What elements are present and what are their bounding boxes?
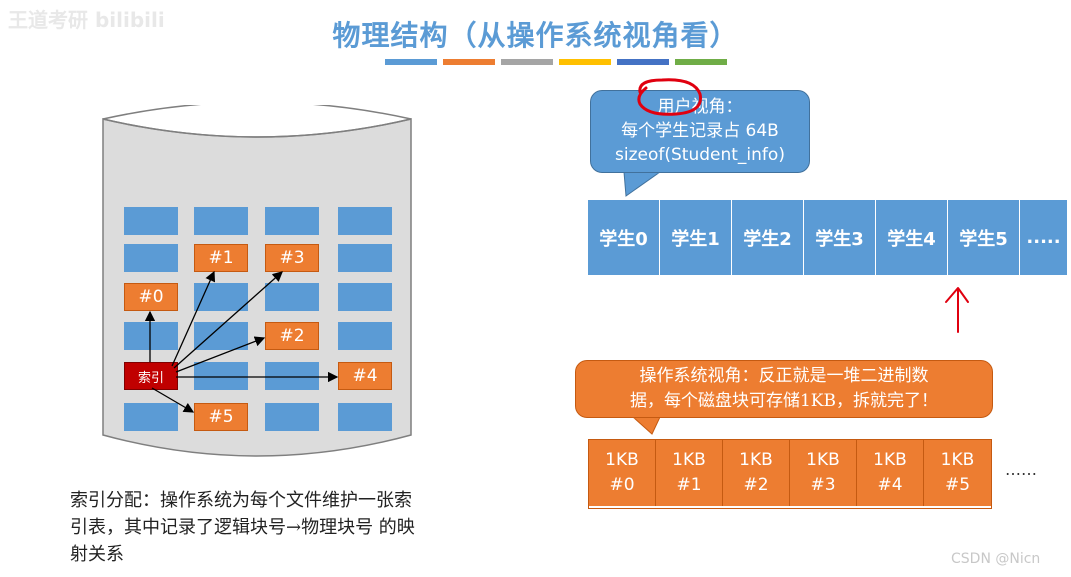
kb-cell: 1KB#0 [589,440,656,506]
user-view-line-3: sizeof(Student_info) [615,145,785,165]
arrow-to-block-5 [151,387,195,413]
kb-cell: 1KB#4 [857,440,924,506]
page-title: 物理结构（从操作系统视角看） [332,19,739,52]
physical-block-2: #2 [265,322,319,350]
arrow-to-block-1 [171,270,216,367]
physical-block-0: #0 [124,283,178,311]
user-view-line-2: 每个学生记录占 64B [621,121,779,141]
index-allocation-caption: 索引分配：操作系统为每个文件维护一张索 引表，其中记录了逻辑块号→物理块号 的映… [70,487,510,568]
kb-cell-size: 1KB [873,450,907,470]
color-bar-4 [559,59,611,65]
physical-block-3: #3 [265,244,319,272]
disk-block [124,322,178,350]
student-cell: 学生3 [804,200,876,275]
disk-block [338,207,392,235]
disk-cylinder [102,105,412,457]
disk-block [265,283,319,311]
physical-block-5: #5 [194,403,248,431]
disk-block [338,283,392,311]
color-bar-5 [617,59,669,65]
student-cell: 学生0 [588,200,660,275]
disk-block [265,362,319,390]
kb-cell-num: #1 [676,475,702,495]
disk-block [124,403,178,431]
arrow-to-block-2 [175,336,266,373]
disk-block [265,403,319,431]
kb-cell-size: 1KB [739,450,773,470]
student-cell: 学生4 [876,200,948,275]
color-bar-6 [675,59,727,65]
disk-block [124,244,178,272]
kb-cell-num: #0 [609,475,635,495]
disk-block [265,207,319,235]
kb-cell-num: #3 [810,475,836,495]
kb-row-ellipsis: …… [1005,460,1037,479]
arrow-to-block-3 [173,271,283,369]
kb-cell-size: 1KB [672,450,706,470]
kb-cell-size: 1KB [806,450,840,470]
kb-cell: 1KB#5 [924,440,991,506]
disk-block-row: 1KB#0 1KB#1 1KB#2 1KB#3 1KB#4 1KB#5 [588,439,992,509]
os-view-line-2: 据，每个磁盘块可存储1KB，拆就完了！ [629,391,938,411]
disk-block [194,362,248,390]
physical-block-1: #1 [194,244,248,272]
color-bar-3 [501,59,553,65]
caption-line-2: 引表，其中记录了逻辑块号→物理块号 的映 [70,517,415,538]
kb-cell: 1KB#2 [723,440,790,506]
kb-cell: 1KB#3 [790,440,857,506]
red-circle-annotation [637,78,702,116]
kb-cell: 1KB#1 [656,440,723,506]
caption-line-3: 射关系 [70,544,124,565]
disk-block [338,244,392,272]
kb-cell-num: #4 [877,475,903,495]
disk-block [338,322,392,350]
disk-block [194,207,248,235]
color-bar-2 [443,59,495,65]
student-cell-ellipsis: ..... [1020,200,1067,275]
kb-cell-size: 1KB [940,450,975,470]
color-bar-1 [385,59,437,65]
physical-block-4: #4 [338,362,392,390]
index-block: 索引 [124,362,178,390]
student-record-row: 学生0 学生1 学生2 学生3 学生4 学生5 ..... [588,200,1067,275]
disk-block [124,207,178,235]
os-view-line-1: 操作系统视角：反正就是一堆二进制数 [639,366,929,386]
disk-block [338,403,392,431]
kb-cell-num: #5 [944,475,971,495]
os-view-callout: 操作系统视角：反正就是一堆二进制数 据，每个磁盘块可存储1KB，拆就完了！ [575,360,993,418]
student-cell: 学生2 [732,200,804,275]
kb-cell-num: #2 [743,475,769,495]
watermark-bottom-right: CSDN @Nicn [951,551,1041,567]
student-cell: 学生5 [948,200,1020,275]
kb-cell-size: 1KB [605,450,639,470]
user-view-line-1: 用户视角： [657,97,743,117]
caption-line-1: 索引分配：操作系统为每个文件维护一张索 [70,490,412,511]
watermark-top-left: 王道考研 bilibili [8,8,165,32]
student-cell: 学生1 [660,200,732,275]
